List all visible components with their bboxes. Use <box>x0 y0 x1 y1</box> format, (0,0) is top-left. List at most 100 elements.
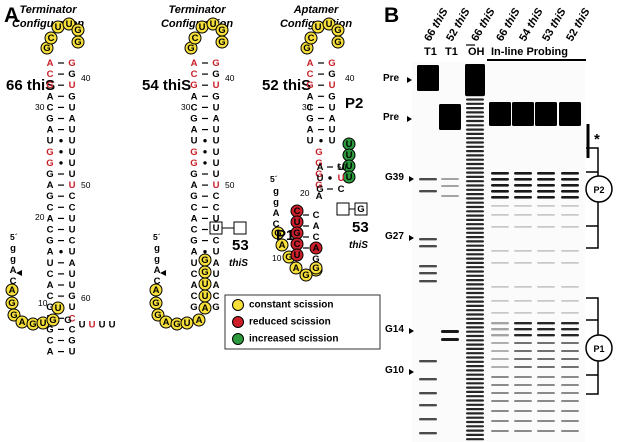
marker-g14: G14 <box>385 324 404 335</box>
nucleotide: C <box>294 239 301 250</box>
nucleotide: C <box>47 291 54 302</box>
nucleotide: G <box>46 236 53 247</box>
marker-g27-arrow <box>409 235 414 241</box>
nucleotide: U <box>213 136 220 147</box>
scission-nucleotide <box>44 31 58 45</box>
scission-nucleotide <box>198 253 212 267</box>
nucleotide: A <box>213 258 220 269</box>
nucleotide: G <box>285 252 292 263</box>
nucleotide: A <box>19 317 26 328</box>
nucleotide: U <box>69 213 76 224</box>
nucleotide: G <box>8 298 15 309</box>
nucleotide: U <box>69 169 76 180</box>
nucleotide: A <box>69 114 76 125</box>
nucleotide: C <box>191 269 198 280</box>
nucleotide: C <box>69 202 76 213</box>
nucleotide: G <box>10 310 17 321</box>
lane3-sub: OH <box>468 46 485 58</box>
structure1-position-ticks: 40 30 50 20 60 10 <box>35 73 91 308</box>
nucleotide: C <box>69 236 76 247</box>
nucleotide: g <box>154 254 160 265</box>
mutant-label-name-2: thiS <box>229 258 248 269</box>
nucleotide: A <box>47 213 54 224</box>
marker-g10-arrow <box>409 369 414 375</box>
scission-nucleotide <box>304 31 318 45</box>
nucleotide: C <box>47 269 54 280</box>
scission-nucleotide <box>149 283 163 297</box>
legend-reduced-swatch <box>232 316 244 328</box>
nucleotide: U <box>69 280 76 291</box>
nucleotide: A <box>154 265 161 276</box>
nucleotide: A <box>47 347 54 358</box>
nucleotide: G <box>68 291 75 302</box>
nucleotide: C <box>213 291 220 302</box>
scission-nucleotide <box>309 241 323 255</box>
nucleotide: A <box>307 58 314 69</box>
nucleotide: A <box>191 280 198 291</box>
scission-nucleotide <box>299 268 313 282</box>
nucleotide: G <box>46 169 53 180</box>
nucleotide: G <box>46 158 53 169</box>
nucleotide: U <box>69 125 76 136</box>
tick-10: 10 <box>38 298 48 308</box>
structure2-position-ticks: 40 30 50 <box>181 73 235 190</box>
lane1-sub: T1 <box>424 46 437 58</box>
nucleotide: G <box>46 302 53 313</box>
p1-circle <box>585 334 613 362</box>
nucleotide: G <box>306 80 313 91</box>
marker-g27: G27 <box>385 231 404 242</box>
nucleotide: U <box>317 173 324 184</box>
tick-40: 40 <box>225 73 235 83</box>
nucleotide: C <box>47 102 54 113</box>
nucleotide: G <box>218 25 225 36</box>
tick-20: 20 <box>300 188 310 198</box>
nucleotide: G <box>68 91 75 102</box>
p2-circle <box>585 175 613 203</box>
legend-box <box>224 294 381 350</box>
panel-b-label: B <box>384 4 399 27</box>
nucleotide: U <box>69 180 76 191</box>
nucleotide: G <box>190 80 197 91</box>
scission-nucleotide <box>215 35 229 49</box>
nucleotide: A <box>313 221 320 232</box>
nucleotide: G <box>302 270 309 281</box>
marker-pre1-arrow <box>407 77 412 83</box>
nucleotide: C <box>154 276 161 287</box>
nucleotide: U <box>329 136 336 147</box>
structure-2: GCUUGGAGCGGUAGCUGAAUUUGUGUGUAUGCCCAUCUGC… <box>149 17 247 331</box>
nucleotide: A <box>191 247 198 258</box>
nucleotide: A <box>163 317 170 328</box>
nucleotide: C <box>338 184 345 195</box>
scission-nucleotide <box>275 238 289 252</box>
nucleotide: G <box>315 180 322 191</box>
nucleotide: G <box>201 267 208 278</box>
marker-pre1: Pre <box>383 73 400 84</box>
mutant-label-name-3: thiS <box>349 240 368 251</box>
nucleotide: G <box>312 263 319 274</box>
nucleotide: A <box>202 303 209 314</box>
nucleotide: G <box>173 319 180 330</box>
gel-image <box>412 62 585 442</box>
nucleotide: C <box>192 33 199 44</box>
nucleotide: U <box>69 80 76 91</box>
tick-50: 50 <box>81 180 91 190</box>
mutant-label-num-2: 53 <box>232 237 249 254</box>
nucleotide: G <box>154 310 161 321</box>
nucleotide: C <box>47 336 54 347</box>
nucleotide: G <box>190 114 197 125</box>
nucleotide: G <box>201 255 208 266</box>
nucleotide: A <box>279 240 286 251</box>
nucleotide: U <box>346 161 353 172</box>
nucleotide: U <box>69 136 76 147</box>
nucleotide: G <box>274 228 281 239</box>
nucleotide: U <box>213 147 220 158</box>
tick-50: 50 <box>337 162 347 172</box>
nucleotide: G <box>49 315 56 326</box>
nucleotide: g <box>154 243 160 254</box>
nucleotide: U <box>213 125 220 136</box>
nucleotide: U <box>69 102 76 113</box>
nucleotide: A <box>191 213 198 224</box>
